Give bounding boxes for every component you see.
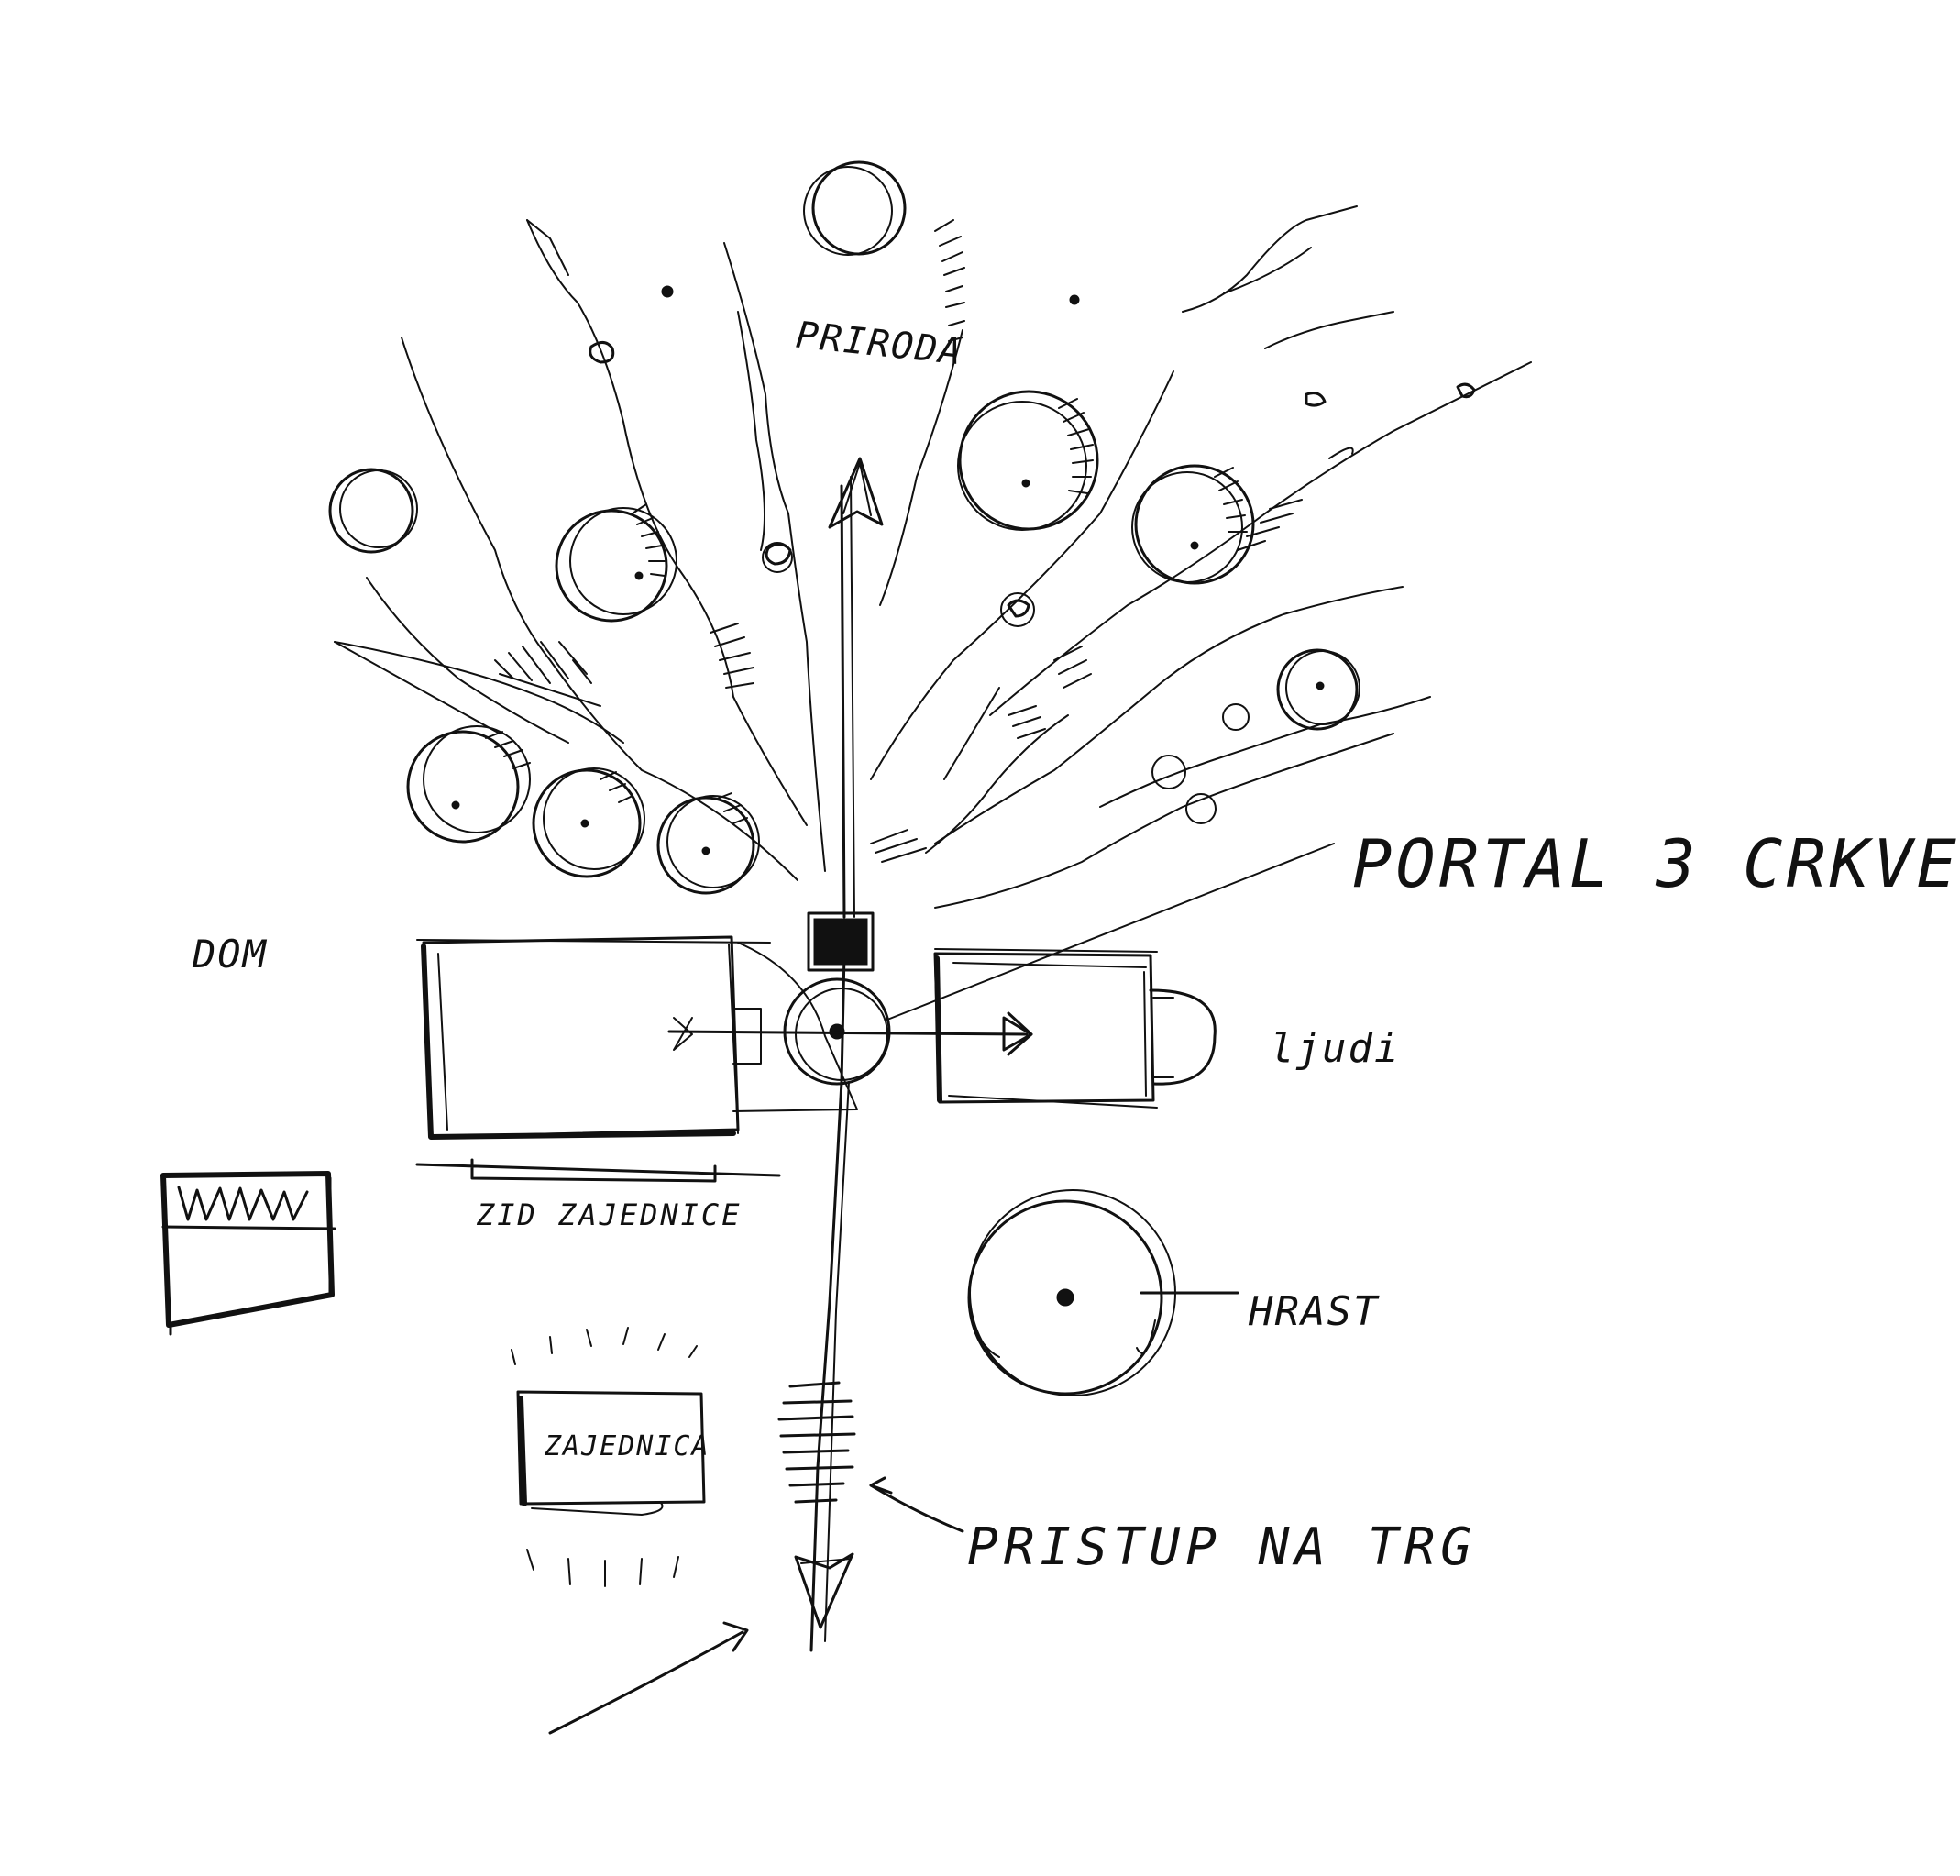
- portal-node: [667, 843, 1335, 1086]
- community-box: [511, 1327, 706, 1587]
- label-oak: HRAST: [1249, 1288, 1380, 1335]
- label-square-access: PRISTUP NA TRG: [967, 1517, 1478, 1577]
- label-people: ljudi: [1270, 1025, 1401, 1072]
- church-building: [933, 948, 1217, 1109]
- label-portal: PORTAL 3 CRKVE: [1352, 825, 1960, 902]
- nature-paths: [334, 205, 1532, 909]
- access-arrows: [548, 1476, 964, 1735]
- label-community: ZAJEDNICA: [545, 1430, 710, 1462]
- main-axis: [794, 457, 884, 1652]
- steps-hatching: [777, 1381, 856, 1504]
- site-sketch: [160, 160, 1532, 1735]
- canopy-hatching: [485, 398, 1248, 824]
- hatched-patches: [494, 219, 1303, 863]
- label-house: DOM: [193, 932, 268, 977]
- tree-canopies: [328, 160, 1360, 895]
- label-community-wall: ZID ZAJEDNICE: [477, 1197, 743, 1232]
- shrubs: [589, 341, 1476, 618]
- house-building: [415, 935, 858, 1183]
- oak-tree: [967, 1189, 1239, 1396]
- legend-box-icon: [160, 1171, 336, 1336]
